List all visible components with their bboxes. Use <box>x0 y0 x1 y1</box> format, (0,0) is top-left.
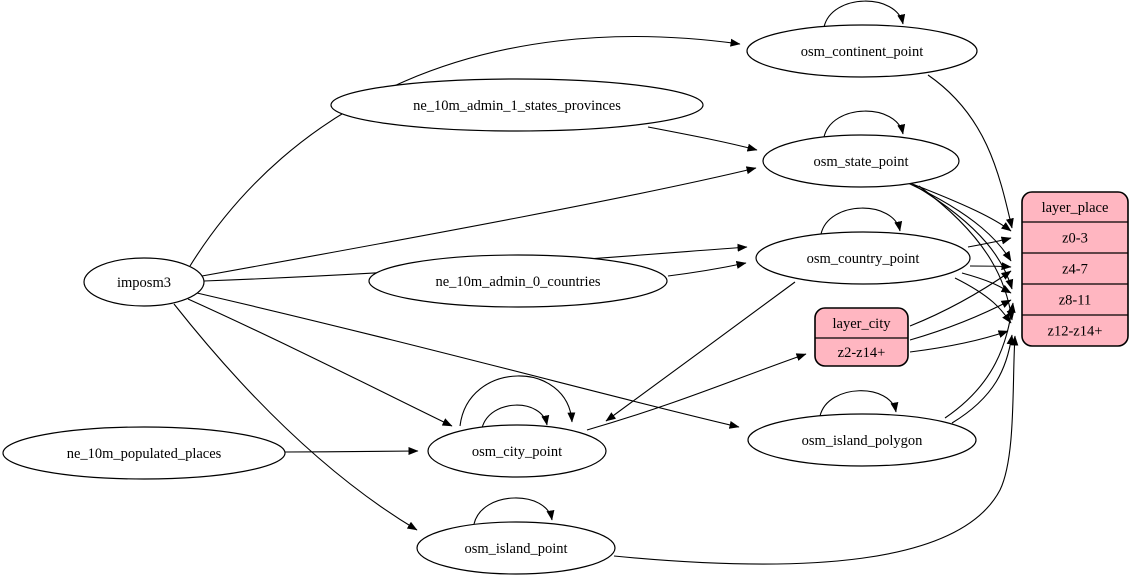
self-loop-osm_country_point <box>820 207 903 235</box>
edge-ne_10m_populated_places-to-osm_city_point <box>284 447 419 456</box>
record-row-z0-3: z0-3 <box>1062 231 1088 247</box>
edge-osm_country_point-to-layer_place-z4-7 <box>969 262 1012 271</box>
edge-osm_country_point-to-osm_city_point <box>605 281 796 422</box>
record-title: layer_city <box>833 316 892 332</box>
edge-imposm3-to-osm_island_point <box>173 303 418 531</box>
edge-osm_country_point-to-layer_place-z0-3 <box>967 236 1012 248</box>
ellipse-shape <box>330 78 704 132</box>
self-loop-osm_city_point <box>459 375 576 427</box>
edges-layer <box>173 0 1019 565</box>
self-loop-osm_island_polygon <box>819 390 899 417</box>
record-row-z8-11: z8-11 <box>1059 293 1091 309</box>
edge-imposm3-to-osm_continent_point <box>189 36 741 267</box>
ellipse-shape <box>416 521 616 575</box>
node-osm_country_point: osm_country_point <box>755 231 971 285</box>
edge-osm_island_polygon-to-layer_place-z8-11 <box>944 302 1016 419</box>
ellipse-shape <box>746 24 978 78</box>
record-shape <box>814 307 909 367</box>
ellipse-shape <box>747 413 977 467</box>
record-row-z4-7: z4-7 <box>1062 262 1088 278</box>
node-label: osm_city_point <box>472 444 562 460</box>
edge-osm_continent_point-to-layer_place-z0-3 <box>927 74 1014 229</box>
node-layer_place: layer_place z0-3 z4-7 z8-11 z12-z14+ <box>1021 191 1129 347</box>
edge-osm_island_polygon-to-layer_place-z12-z14+ <box>951 334 1015 424</box>
edge-osm_island_point-to-layer_place-z12-z14+ <box>613 335 1019 565</box>
self-loop-osm_city_point <box>481 404 550 429</box>
edge-layer_city-to-layer_place-z12-z14+ <box>909 330 1009 353</box>
node-label: osm_state_point <box>813 154 908 170</box>
node-label: ne_10m_populated_places <box>67 446 222 462</box>
node-osm_island_polygon: osm_island_polygon <box>747 413 977 467</box>
record-title: layer_place <box>1042 200 1109 216</box>
ellipse-shape <box>427 424 607 478</box>
node-layer_city: layer_city z2-z14+ <box>814 307 909 367</box>
node-ne_10m_admin_0_countries: ne_10m_admin_0_countries <box>368 254 668 308</box>
ellipse-shape <box>2 426 286 480</box>
node-label: osm_island_polygon <box>802 433 924 449</box>
edge-ne_10m_admin_0_countries-to-osm_country_point <box>667 261 747 277</box>
node-label: osm_island_point <box>464 541 567 557</box>
edge-imposm3-to-osm_city_point <box>187 298 453 427</box>
edge-osm_state_point-to-layer_place-z12-z14+ <box>918 185 1015 321</box>
node-label: osm_continent_point <box>801 44 923 60</box>
node-imposm3: imposm3 <box>83 257 205 307</box>
self-loop-osm_island_point <box>473 497 555 525</box>
edge-ne_10m_admin_1_states_provinces-to-osm_state_point <box>647 126 758 152</box>
self-loop-osm_state_point <box>823 110 906 138</box>
record-row-z2-z14+: z2-z14+ <box>838 345 886 361</box>
node-label: imposm3 <box>117 275 171 291</box>
node-osm_city_point: osm_city_point <box>427 424 607 478</box>
node-label: osm_country_point <box>807 251 920 267</box>
edge-osm_country_point-to-layer_place-z8-11 <box>961 272 1012 294</box>
ellipse-shape <box>83 257 205 307</box>
self-loop-osm_continent_point <box>823 0 906 28</box>
node-ne_10m_populated_places: ne_10m_populated_places <box>2 426 286 480</box>
ellipse-shape <box>368 254 668 308</box>
ellipse-shape <box>762 134 960 188</box>
ellipse-shape <box>755 231 971 285</box>
node-osm_state_point: osm_state_point <box>762 134 960 188</box>
node-osm_continent_point: osm_continent_point <box>746 24 978 78</box>
nodes-layer: imposm3 ne_10m_admin_1_states_provincesne… <box>2 24 1129 575</box>
node-label: ne_10m_admin_0_countries <box>435 274 600 290</box>
record-row-z12-z14+: z12-z14+ <box>1048 324 1103 340</box>
record-shape <box>1021 191 1129 347</box>
edge-layer_city-to-layer_place-z8-11 <box>909 299 1012 341</box>
node-osm_island_point: osm_island_point <box>416 521 616 575</box>
edge-osm_city_point-to-layer_city-z2-z14+ <box>586 353 807 431</box>
edge-layer_city-to-layer_place-z4-7 <box>909 270 1012 327</box>
edge-imposm3-to-osm_state_point <box>201 166 757 277</box>
node-label: ne_10m_admin_1_states_provinces <box>413 98 621 114</box>
edge-imposm3-to-osm_island_polygon <box>196 292 740 429</box>
node-ne_10m_admin_1_states_provinces: ne_10m_admin_1_states_provinces <box>330 78 704 132</box>
